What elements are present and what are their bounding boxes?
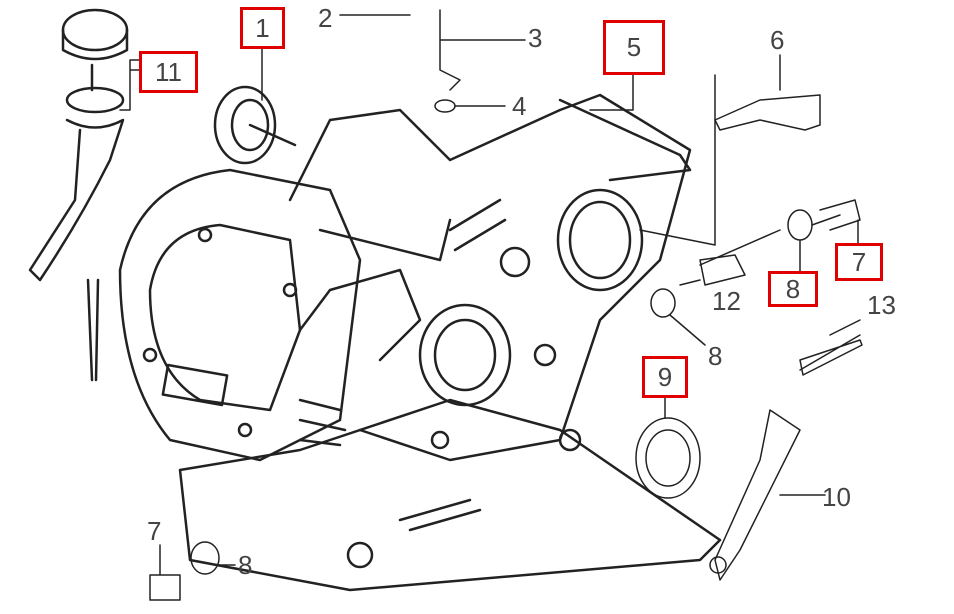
callout-8-highlighted: 8 [768,271,818,307]
oil-dipstick [28,8,129,382]
callout-11-highlighted: 11 [139,51,198,93]
governor-gear [213,85,297,165]
crankcase [118,93,722,592]
callout-6: 6 [770,25,785,55]
callout-12: 12 [712,286,741,316]
callout-8: 8 [238,550,253,580]
callout-7-highlighted: 7 [835,243,883,281]
callout-13: 13 [867,290,896,320]
leader-lines [119,9,863,601]
callout-1-highlighted: 1 [240,7,285,49]
callout-9-highlighted: 9 [642,356,688,398]
callout-3: 3 [528,23,543,53]
callout-7: 7 [147,516,162,546]
callout-2: 2 [318,3,333,33]
callout-4: 4 [512,91,527,121]
callout-8: 8 [708,341,723,371]
callout-10: 10 [822,482,851,512]
callout-5-highlighted: 5 [603,20,665,75]
